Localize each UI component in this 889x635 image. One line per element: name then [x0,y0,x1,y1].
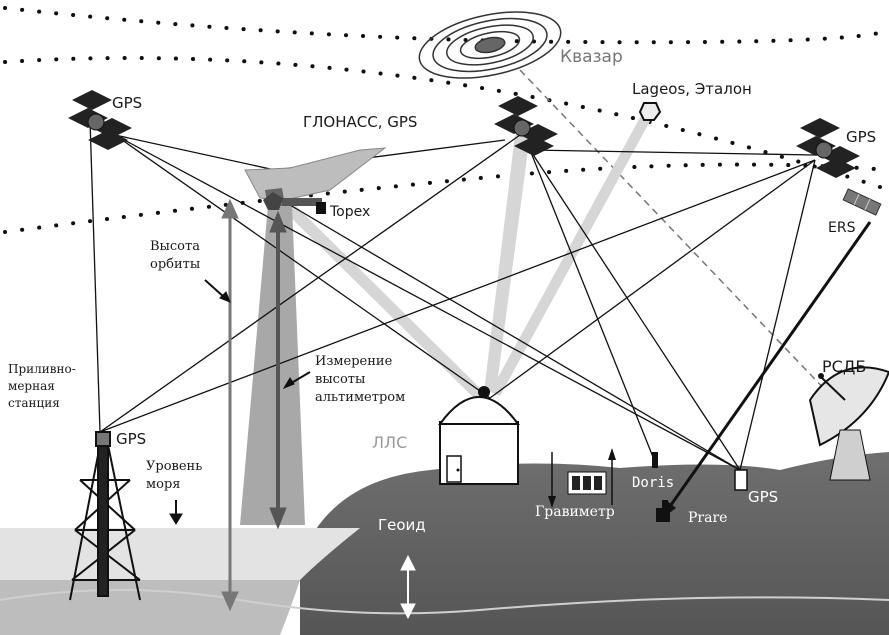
label-quasar: Квазар [560,47,623,67]
laser-beam-glonass [484,135,530,392]
laser-ranging-observatory [438,386,520,485]
label-lls: ЛЛС [372,433,407,452]
land-mass [300,452,889,635]
prare-station [656,500,670,522]
middle-orbit [3,56,889,192]
label-glonass-gps: ГЛОНАСС, GPS [303,113,417,131]
sea-surface [0,528,360,580]
sea-water [0,580,300,635]
label-prare: Prare [688,510,727,526]
inner-orbit [3,162,889,234]
gps-satellite-right [796,118,860,178]
label-altimeter-3: альтиметром [315,390,405,405]
label-gps-ground: GPS [748,488,778,506]
label-orbit-height-1: Высота [150,239,200,254]
ers-prare-link [664,221,872,513]
vlbi-radio-dish [808,366,889,481]
altimeter-beam [240,205,305,525]
label-ers: ERS [828,220,856,236]
sea-level-arrow [169,500,183,525]
quasar-galaxy [418,11,562,79]
tide-gauge-tower [69,431,141,601]
label-lageos: Lageos, Эталон [632,80,752,98]
label-sea-level-1: Уровень [146,459,202,474]
label-topex: Topex [329,204,370,220]
laser-beam-topex [273,200,490,402]
geoid-curve [0,589,889,615]
label-tide-station-1: Приливно- [8,362,76,376]
label-tide-station-3: станция [8,396,60,410]
quasar-vlbi-line [519,69,831,396]
label-gravimeter: Гравиметр [535,504,615,520]
orbit-arcs [3,6,889,234]
label-altimeter-1: Измерение [315,354,393,369]
label-vlbi: РСДБ [822,357,866,376]
laser-beam-lageos [490,112,655,396]
doris-beacon [652,452,658,468]
label-sea-level-2: моря [146,477,180,492]
label-orbit-height-2: орбиты [150,257,200,272]
lageos-satellite [638,102,662,121]
laser-beams [273,112,655,402]
altimeter-arrow [269,210,287,530]
label-gps-right: GPS [846,128,876,146]
label-gps-left: GPS [112,94,142,112]
geoid-height-arrow [400,554,416,620]
ground-gps-receiver [734,469,748,491]
label-tide-station-2: мерная [8,379,55,393]
label-geoid: Геоид [378,516,426,534]
label-altimeter-2: высоты [315,372,365,387]
gps-satellite-left [68,90,132,150]
altimeter-pointer [282,371,311,390]
label-gps-tide: GPS [116,430,146,448]
glonass-satellite [494,96,558,156]
topex-satellite [244,147,387,214]
orbit-height-pointer [204,279,231,303]
ers-satellite [842,188,882,216]
label-doris: Doris [632,475,674,491]
gravimeter-device [548,448,616,508]
orbit-height-arrow [221,198,239,612]
